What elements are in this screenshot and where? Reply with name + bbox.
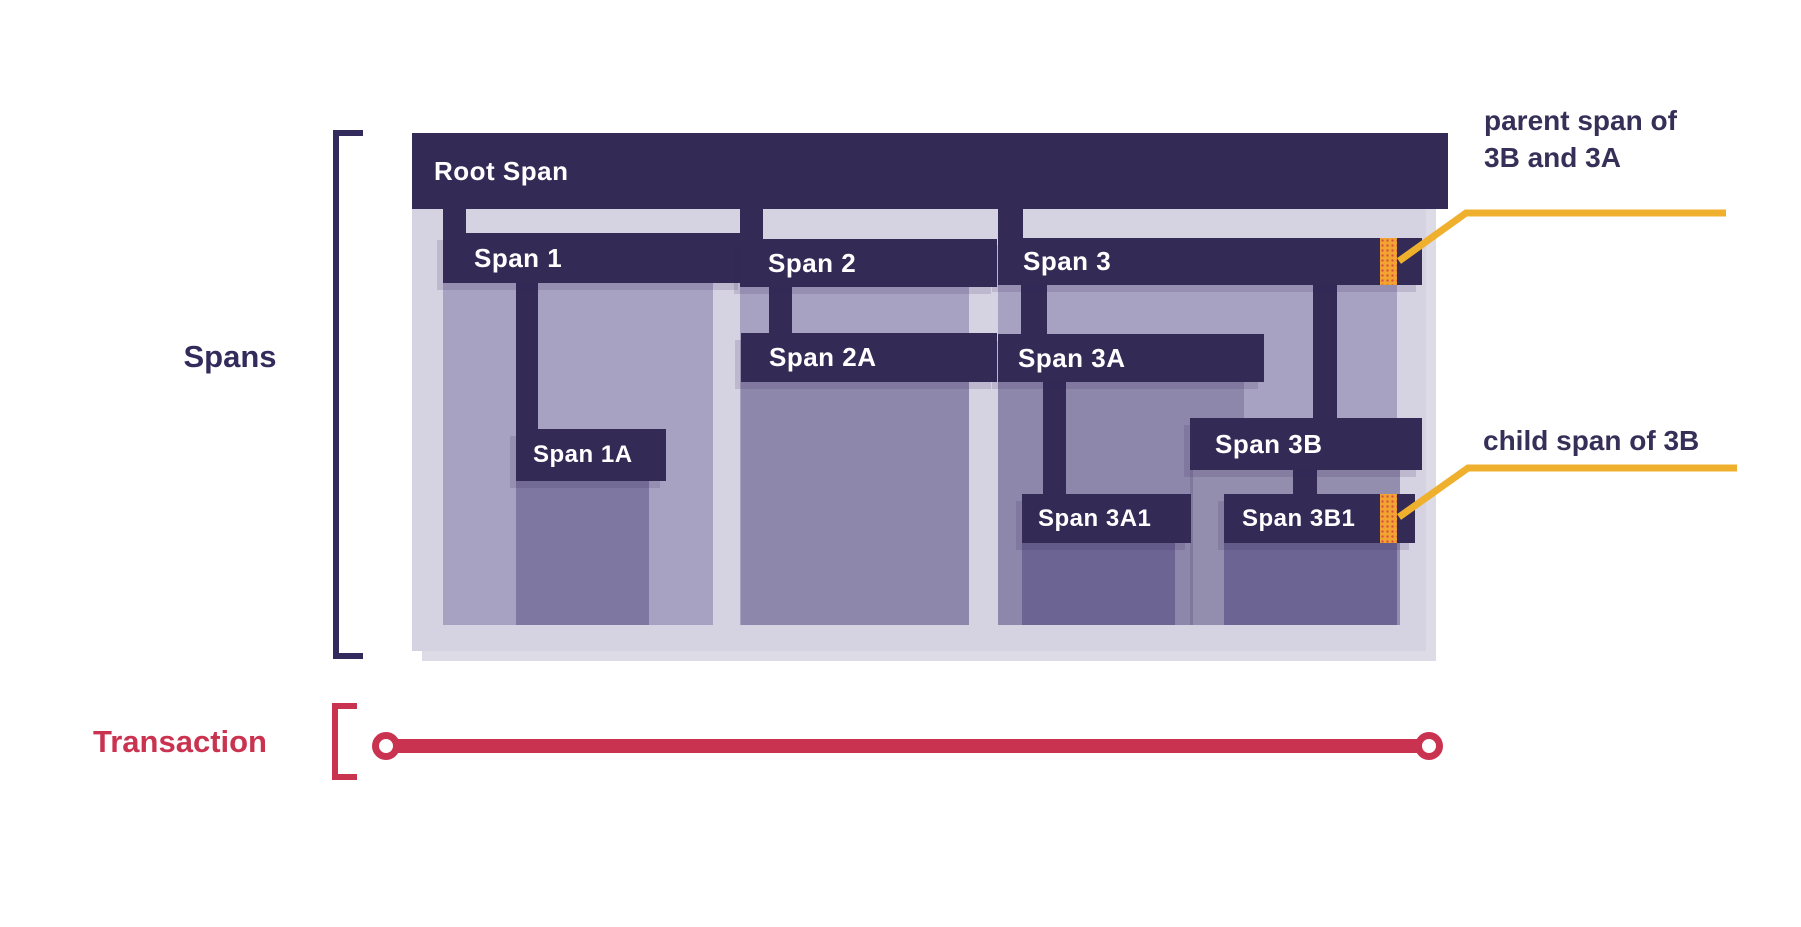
parent-span-annotation: parent span of 3B and 3A — [1484, 102, 1677, 176]
root-span-bar: Root Span — [412, 133, 1448, 209]
span2-bar: Span 2 — [740, 239, 997, 287]
spans-bracket — [333, 130, 363, 659]
span1-label: Span 1 — [474, 242, 563, 273]
parent-span-annotation-line2: 3B and 3A — [1484, 142, 1621, 173]
child-span-callout-line — [1396, 464, 1737, 520]
span2a-bar: Span 2A — [741, 333, 997, 382]
transaction-start-ring — [372, 732, 400, 760]
transaction-end-ring — [1415, 732, 1443, 760]
span3a1-bar: Span 3A1 — [1022, 494, 1191, 543]
child-span-annotation: child span of 3B — [1483, 422, 1699, 459]
span3-label: Span 3 — [1023, 246, 1112, 276]
span3a-bar: Span 3A — [998, 334, 1264, 382]
connector-span3-to-span3b — [1313, 283, 1337, 420]
transaction-bracket — [332, 703, 357, 780]
span1-bar: Span 1 — [443, 233, 744, 283]
span3b1-duration-region — [1224, 543, 1397, 625]
span3b-bar: Span 3B — [1190, 418, 1422, 470]
root-span-label: Root Span — [434, 155, 569, 186]
span2a-duration-region — [741, 382, 969, 625]
connector-span2-to-span2a — [769, 287, 792, 335]
span1a-label: Span 1A — [533, 441, 633, 468]
span3b1-child-marker — [1380, 494, 1397, 543]
connector-span3b-to-span3b1 — [1293, 468, 1317, 496]
transaction-side-label: Transaction — [93, 724, 267, 759]
span1a-bar: Span 1A — [516, 429, 666, 481]
spans-side-label: Spans — [183, 339, 277, 374]
span2-label: Span 2 — [768, 247, 857, 278]
parent-span-callout-line — [1396, 209, 1726, 264]
connector-span3a-to-span3a1 — [1043, 380, 1066, 496]
span1a-duration-region — [516, 481, 649, 625]
child-span-annotation-text: child span of 3B — [1483, 425, 1700, 456]
span3a1-duration-region — [1022, 543, 1175, 625]
parent-span-annotation-line1: parent span of — [1484, 105, 1677, 136]
connector-root-to-span2 — [740, 205, 763, 241]
span3b-label: Span 3B — [1215, 428, 1323, 459]
connector-root-to-span1 — [443, 205, 466, 235]
span2a-label: Span 2A — [769, 342, 877, 372]
span3a1-label: Span 3A1 — [1038, 504, 1152, 532]
span3a-label: Span 3A — [1018, 342, 1126, 373]
span3b1-label: Span 3B1 — [1242, 504, 1356, 532]
connector-span1-to-span1a — [516, 283, 538, 433]
connector-root-to-span3 — [998, 205, 1023, 240]
span3-bar: Span 3 — [998, 238, 1422, 285]
connector-span3-to-span3a — [1021, 283, 1047, 336]
span3-parent-marker — [1380, 238, 1397, 285]
